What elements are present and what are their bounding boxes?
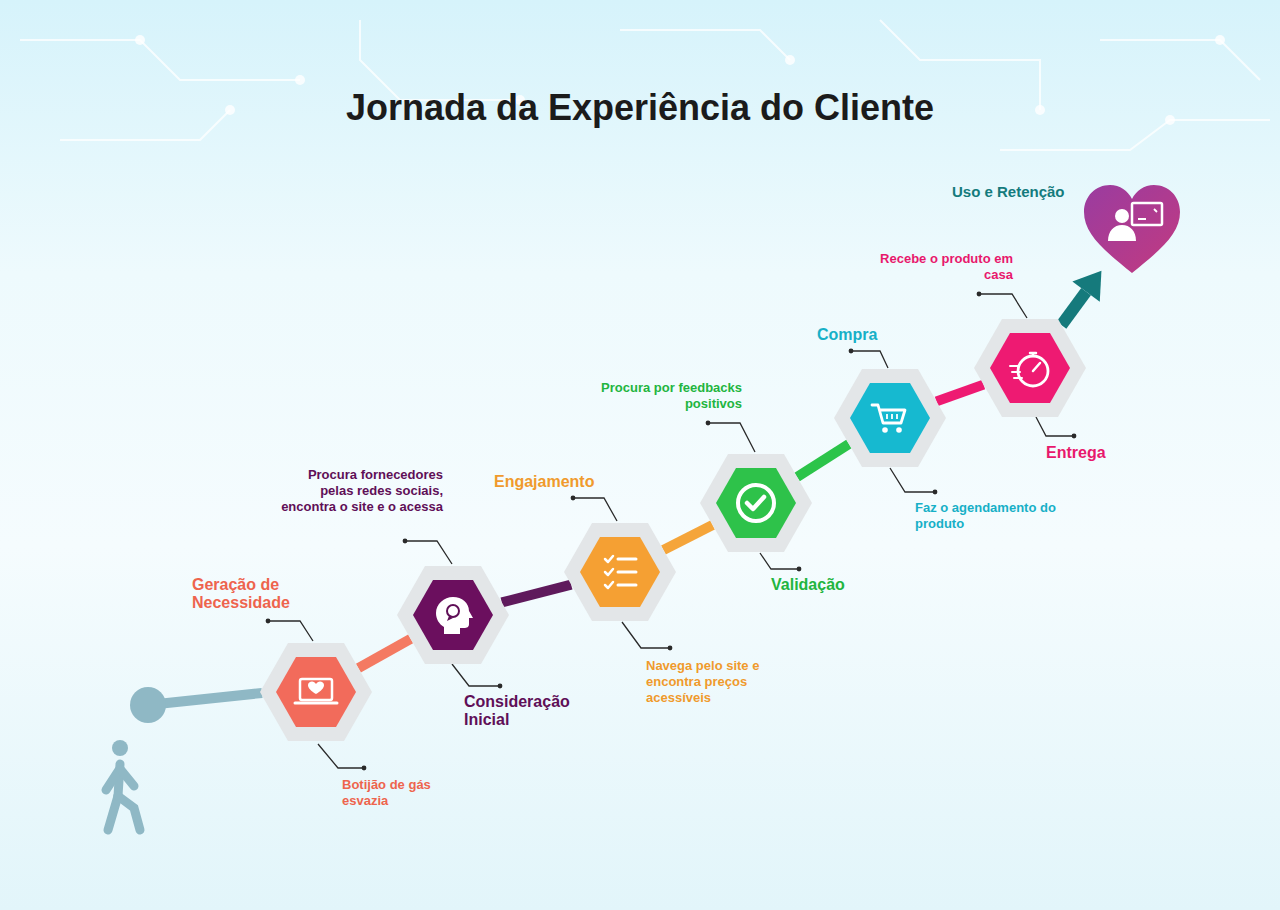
title-wrap: Jornada da Experiência do Cliente <box>0 86 1280 130</box>
text-wrap: Consideração Inicial <box>464 693 589 729</box>
text-wrap: Geração de Necessidade <box>192 576 304 612</box>
leader-lines <box>268 294 1074 768</box>
connector-line <box>663 525 712 550</box>
text-wrap: Recebe o produto em casa <box>853 251 1013 283</box>
stage-connector <box>797 444 849 477</box>
stage-name: Geração de Necessidade <box>192 576 304 612</box>
stage-hexagon: ValidaçãoProcura por feedbacks positivos <box>700 454 812 552</box>
connector-line <box>502 585 571 603</box>
hexagon-shape <box>260 643 372 741</box>
connector-line <box>1061 292 1086 325</box>
stage-hexagon: EngajamentoNavega pelo site e encontra p… <box>564 523 676 621</box>
text-wrap: Procura por feedbacks positivos <box>567 380 742 412</box>
hexagon-shape <box>700 454 812 552</box>
stage-note: Recebe o produto em casa <box>853 251 1013 283</box>
stage-hexagon: Consideração InicialProcura fornecedores… <box>397 566 509 664</box>
stage-hexagon: EntregaRecebe o produto em casa <box>974 319 1086 417</box>
stage-connector <box>1061 271 1101 325</box>
stage-name: Uso e Retenção <box>952 183 1077 201</box>
stage-name: Compra <box>817 326 907 344</box>
stage-name: Validação <box>771 576 881 594</box>
connector-line <box>937 385 984 402</box>
text-wrap: Faz o agendamento do produto <box>915 500 1065 532</box>
text-wrap: Validação <box>771 576 881 594</box>
hexagon-shape <box>974 319 1086 417</box>
text-wrap: Navega pelo site e encontra preços acess… <box>646 658 786 706</box>
stage-connector <box>663 525 712 550</box>
stage-note: Faz o agendamento do produto <box>915 500 1065 532</box>
stage-name: Entrega <box>1046 444 1136 462</box>
hexagon-shape <box>397 566 509 664</box>
title: Jornada da Experiência do Cliente <box>0 86 1280 130</box>
stage-note: Navega pelo site e encontra preços acess… <box>646 658 786 706</box>
heart-node: Uso e Retenção <box>1082 183 1182 275</box>
text-wrap: Uso e Retenção <box>952 183 1077 201</box>
heart-shape <box>1082 183 1182 275</box>
stage-note: Botijão de gás esvazia <box>342 777 454 809</box>
connector-line <box>358 639 410 668</box>
stage-name: Consideração Inicial <box>464 693 589 729</box>
stage-hexagon: Geração de NecessidadeBotijão de gás esv… <box>260 643 372 741</box>
stage-connector <box>502 585 571 603</box>
start-marker <box>130 687 262 723</box>
stage-connector <box>358 639 410 668</box>
arrowhead <box>1072 271 1101 302</box>
text-wrap: Entrega <box>1046 444 1136 462</box>
connector-line <box>797 444 849 477</box>
stage-name: Engajamento <box>494 473 614 491</box>
text-wrap: Engajamento <box>494 473 614 491</box>
hexagon-shape <box>564 523 676 621</box>
text-wrap: Compra <box>817 326 907 344</box>
circuit-pattern <box>20 20 1270 150</box>
hexagon-shape <box>834 369 946 467</box>
text-wrap: Botijão de gás esvazia <box>342 777 454 809</box>
walking-person <box>106 740 140 830</box>
stage-note: Procura fornecedores pelas redes sociais… <box>275 467 443 515</box>
leader-dots <box>266 292 1077 771</box>
stage-note: Procura por feedbacks positivos <box>567 380 742 412</box>
stage-connector <box>937 385 984 402</box>
stage-hexagon: CompraFaz o agendamento do produto <box>834 369 946 467</box>
text-wrap: Procura fornecedores pelas redes sociais… <box>275 467 443 515</box>
